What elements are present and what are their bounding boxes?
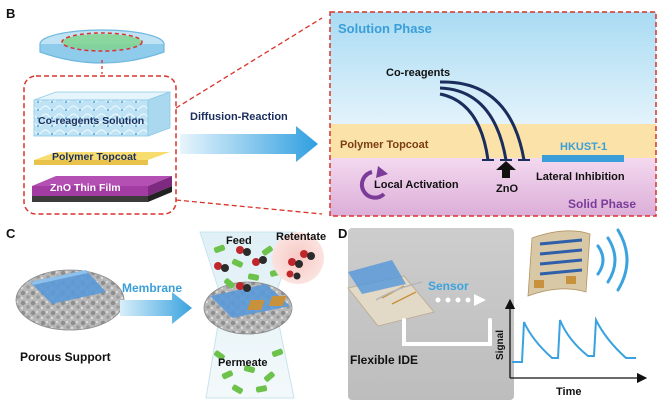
zno-up-arrow [496, 161, 516, 178]
coreagents-label: Co-reagents [386, 67, 450, 79]
polymer-topcoat-layer [34, 152, 170, 165]
retentate-label: Retentate [276, 231, 326, 243]
flexible-ide-label: Flexible IDE [350, 353, 418, 367]
membrane-arrow [120, 292, 192, 324]
solution-phase-label: Solution Phase [338, 21, 432, 36]
signal-axis-label: Signal [495, 330, 506, 360]
lateral-inhibition-label: Lateral Inhibition [536, 171, 625, 183]
diffusion-arrow [180, 126, 318, 162]
wireless-signal-icon [596, 228, 629, 292]
coreagents-solution-block [33, 91, 171, 137]
polymer-topcoat-zoom-label: Polymer Topcoat [340, 139, 429, 151]
sensor-label: Sensor [428, 279, 469, 293]
local-activation-icon [359, 166, 388, 200]
coreagent-diffusion-paths [439, 80, 530, 161]
flexible-ide-device [247, 260, 435, 327]
zno-label: ZnO [496, 183, 518, 195]
diffusion-reaction-label: Diffusion-Reaction [190, 111, 288, 123]
time-axis-label: Time [556, 386, 581, 398]
zoom-line-top [175, 17, 323, 109]
solid-phase-label: Solid Phase [568, 197, 636, 211]
zoom-line-bottom [175, 199, 323, 215]
signal-time-plot [504, 298, 648, 384]
permeate-label: Permeate [218, 357, 268, 369]
retentate-bubble [272, 232, 324, 284]
coreagents-solution-label: Co-reagents Solution [38, 115, 144, 127]
porous-support [15, 269, 125, 331]
sensor-flow-dots [402, 294, 492, 346]
zno-film-layer [32, 176, 172, 202]
local-activation-label: Local Activation [374, 179, 459, 191]
hkust-label: HKUST-1 [560, 141, 607, 153]
petri-dish [39, 29, 165, 74]
panel-label-c: C [6, 226, 16, 241]
feed-label: Feed [226, 235, 252, 247]
hkust-layer [542, 155, 624, 162]
zoom-view [329, 11, 657, 217]
zno-thin-film-label: ZnO Thin Film [50, 182, 121, 194]
panel-label-d: D [338, 226, 347, 241]
flexible-sensor-icon [527, 230, 591, 297]
layer-stack-frame [23, 75, 177, 215]
permeate-molecules [213, 348, 284, 394]
porous-support-label: Porous Support [20, 350, 111, 364]
membrane-label: Membrane [122, 281, 182, 295]
panel-label-b: B [6, 6, 15, 21]
polymer-topcoat-label: Polymer Topcoat [52, 151, 137, 163]
feed-molecules [213, 244, 282, 292]
